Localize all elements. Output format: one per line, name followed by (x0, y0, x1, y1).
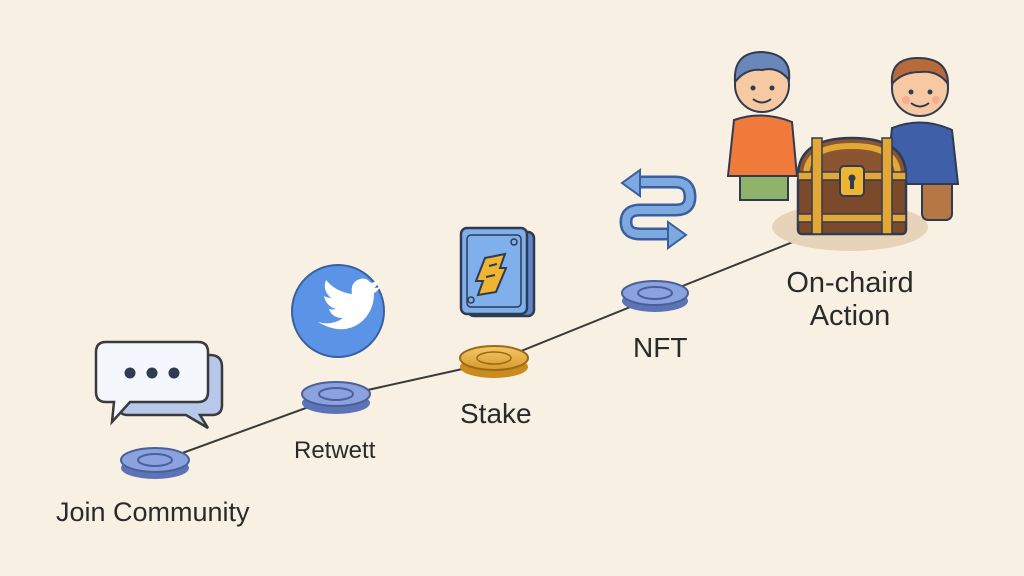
step-label-onchain: On-chaird Action (770, 267, 930, 333)
step-label-onchain-line1: On-chaird (786, 267, 914, 299)
step-node-nft (621, 280, 689, 312)
treasure-chest-icon (726, 50, 960, 251)
swap-arrows-icon (619, 168, 697, 250)
person-left-icon (726, 50, 799, 201)
step-label-stake: Stake (460, 398, 532, 429)
step-label-join: Join Community (56, 497, 250, 527)
step-node-stake (459, 345, 529, 378)
chest-body-icon (796, 136, 908, 236)
step-label-onchain-line2: Action (809, 300, 891, 332)
twitter-bird-icon (291, 264, 385, 358)
step-label-nft: NFT (633, 332, 688, 363)
step-label-retweet: Retwett (294, 437, 376, 464)
step-node-retweet (301, 381, 371, 414)
step-node-join (120, 447, 190, 479)
card-icon (459, 226, 536, 318)
chat-bubbles-icon (94, 340, 224, 430)
